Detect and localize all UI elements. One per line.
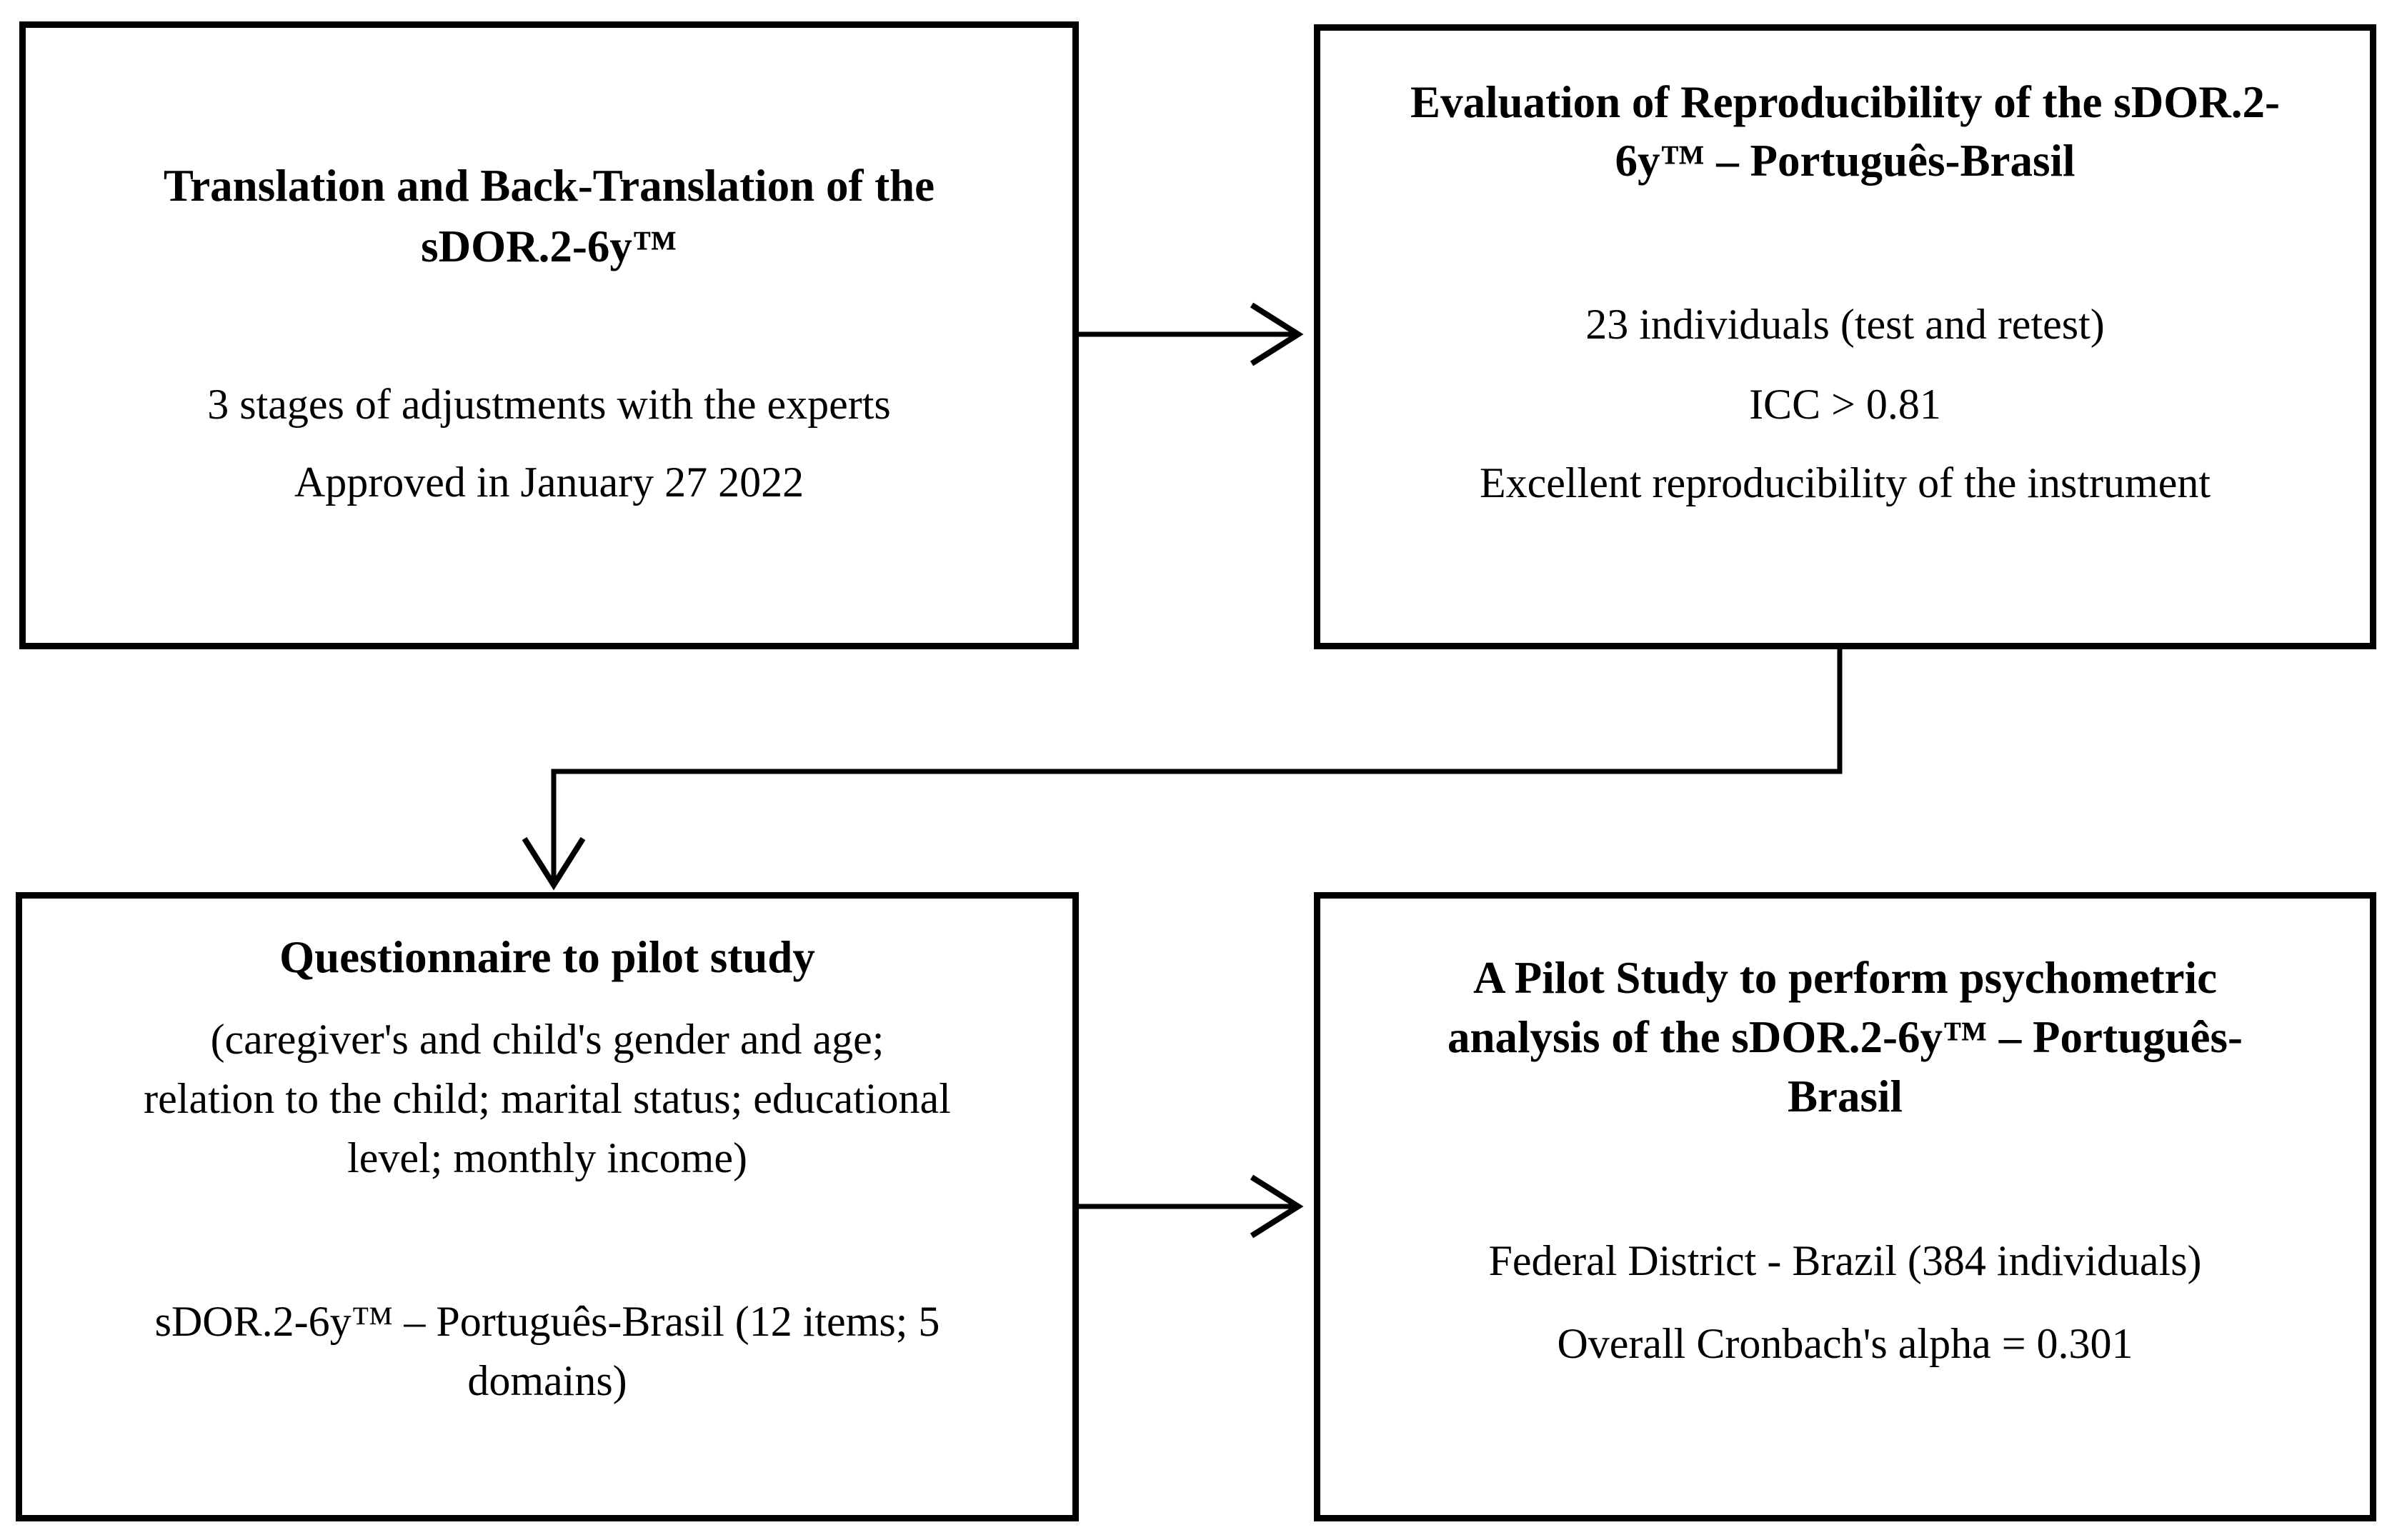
box-questionnaire-paragraph1-line: relation to the child; marital status; e… [144,1075,951,1122]
box-pilot-study-body-line: Overall Cronbach's alpha = 0.301 [1557,1320,2133,1367]
box-translation-body-line: 3 stages of adjustments with the experts [207,381,891,428]
arrowhead-right-icon [1250,1174,1304,1239]
box-translation-body-line: Approved in January 27 2022 [294,459,804,506]
arrowhead-down-icon [522,836,586,891]
arrow-translation-to-reproducibility [1079,302,1304,366]
connector-reproducibility-to-questionnaire [522,649,1843,891]
box-reproducibility-title-line: 6y™ – Português-Brasil [1615,136,2075,186]
box-translation-title-line: Translation and Back-Translation of the [163,161,935,211]
box-pilot-study: A Pilot Study to perform psychometric an… [1314,892,2376,1521]
box-translation: Translation and Back-Translation of the … [19,21,1079,649]
box-questionnaire-paragraph2-line: sDOR.2-6y™ – Português-Brasil (12 items;… [154,1298,940,1345]
arrowhead-right-icon [1250,302,1304,366]
box-reproducibility-body-line: ICC > 0.81 [1749,381,1941,428]
box-reproducibility-body-line: 23 individuals (test and retest) [1585,301,2105,348]
box-pilot-study-body-line: Federal District - Brazil (384 individua… [1488,1237,2202,1284]
box-questionnaire-title-line: Questionnaire to pilot study [279,932,815,982]
box-questionnaire-paragraph1-line: level; monthly income) [347,1134,747,1181]
box-translation-title-line: sDOR.2-6y™ [421,221,677,271]
box-questionnaire: Questionnaire to pilot study (caregiver'… [16,892,1079,1521]
box-pilot-study-title-line: Brasil [1787,1071,1903,1121]
elbow-line [551,649,1843,880]
arrow-questionnaire-to-pilot-study [1079,1174,1304,1239]
box-questionnaire-paragraph2-line: domains) [467,1357,627,1404]
box-questionnaire-paragraph1-line: (caregiver's and child's gender and age; [210,1016,884,1063]
box-pilot-study-title-line: A Pilot Study to perform psychometric [1472,953,2218,1003]
box-reproducibility-body-line: Excellent reproducibility of the instrum… [1479,459,2211,506]
box-pilot-study-title-line: analysis of the sDOR.2-6y™ – Português- [1447,1012,2243,1062]
box-reproducibility: Evaluation of Reproducibility of the sDO… [1314,24,2376,649]
box-reproducibility-title-line: Evaluation of Reproducibility of the sDO… [1410,77,2280,127]
